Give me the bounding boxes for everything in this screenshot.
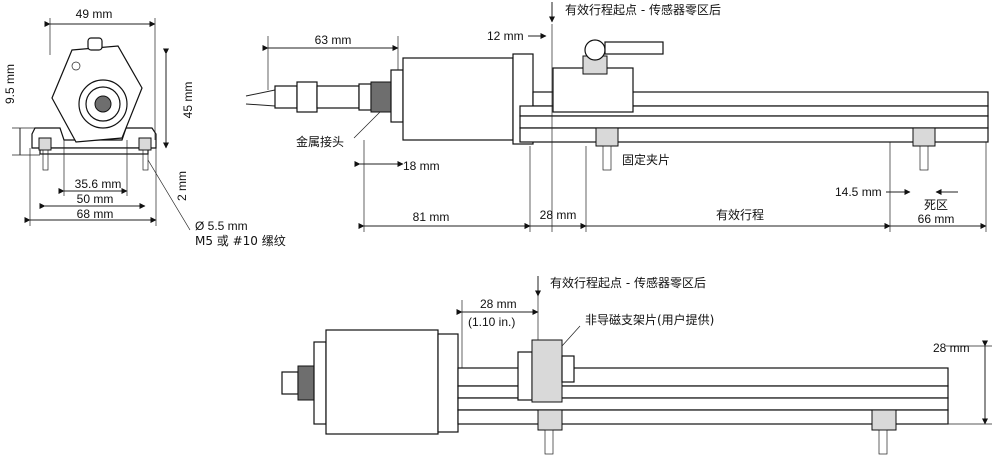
bottom-bracket-a xyxy=(517,351,533,401)
bottom-start-note: 有效行程起点 - 传感器零区后 xyxy=(550,275,706,290)
bottom-rail-bottom xyxy=(457,409,949,425)
front-view: 49 mm 9.5 mm 45 mm 35.6 mm 50 mm 68 mm 2… xyxy=(3,7,286,248)
bottom-bracket xyxy=(531,339,563,403)
side-metal-connector xyxy=(370,81,392,113)
front-dim-9-5: 9.5 mm xyxy=(3,64,17,104)
bottom-metal-connector xyxy=(297,365,315,401)
side-rail-low xyxy=(519,115,989,129)
side-carriage-knob xyxy=(584,39,606,61)
front-left-screw-head xyxy=(38,137,52,151)
side-carriage-arm xyxy=(604,41,664,55)
side-dim-12: 12 mm xyxy=(487,29,524,43)
side-view: 63 mm 12 mm 有效行程起点 - 传感器零区后 金属接头 18 mm 固… xyxy=(245,2,989,232)
front-dim-49: 49 mm xyxy=(76,7,113,21)
front-dim-50: 50 mm xyxy=(77,192,114,206)
side-housing xyxy=(402,57,514,141)
bottom-offset-mm: 28 mm xyxy=(480,297,517,311)
bottom-cap xyxy=(437,333,459,433)
bottom-view: 有效行程起点 - 传感器零区后 28 mm (1.10 in.) 非导磁支架片(… xyxy=(281,275,992,455)
side-rail-bottom xyxy=(519,127,989,143)
side-cable xyxy=(245,89,276,107)
side-clip-right xyxy=(912,127,936,147)
side-dim-28: 28 mm xyxy=(540,208,577,222)
side-plug-4 xyxy=(358,83,372,111)
bottom-bracket-leader xyxy=(561,325,581,347)
front-dim-45: 45 mm xyxy=(181,82,195,119)
bottom-plug xyxy=(281,371,299,395)
bottom-clip-right-screw xyxy=(878,429,888,455)
bottom-clip-left-screw xyxy=(544,429,554,455)
side-clip-left xyxy=(595,127,619,147)
bottom-bracket-nut xyxy=(561,355,575,383)
bottom-bracket-label: 非导磁支架片(用户提供) xyxy=(585,312,714,327)
front-hole-leader xyxy=(147,159,191,231)
side-clip-right-screw xyxy=(919,145,929,171)
side-dim-14-5: 14.5 mm xyxy=(835,185,882,199)
side-start-note: 有效行程起点 - 传感器零区后 xyxy=(565,2,721,17)
side-clip-left-screw xyxy=(602,145,612,171)
side-plug-3 xyxy=(316,85,360,109)
front-right-screw-head xyxy=(138,137,152,151)
front-dim-35-6: 35.6 mm xyxy=(75,177,122,191)
bottom-clip-right xyxy=(871,409,897,431)
front-hex-hole xyxy=(71,61,81,71)
side-dim-63: 63 mm xyxy=(315,33,352,47)
bottom-dim-28h: 28 mm xyxy=(933,341,970,355)
bottom-flange xyxy=(313,341,327,425)
front-dim-2: 2 mm xyxy=(175,171,189,201)
side-connector-leader xyxy=(353,111,381,139)
front-connector-pins xyxy=(94,95,112,113)
side-dim-66: 66 mm xyxy=(918,212,955,226)
front-top-port xyxy=(87,37,103,51)
front-hole-dia: Ø 5.5 mm xyxy=(195,219,248,233)
side-carriage xyxy=(552,67,634,113)
side-clip-label: 固定夹片 xyxy=(622,152,670,167)
side-connector-label: 金属接头 xyxy=(296,134,344,149)
side-dim-18: 18 mm xyxy=(403,159,440,173)
bottom-housing xyxy=(325,329,439,435)
front-base-plate xyxy=(39,147,149,155)
front-dim-68: 68 mm xyxy=(77,207,114,221)
bottom-clip-left xyxy=(537,409,563,431)
bottom-offset-in: (1.10 in.) xyxy=(468,315,515,329)
side-plug-1 xyxy=(274,85,298,109)
front-left-screw xyxy=(42,149,49,171)
side-dim-81: 81 mm xyxy=(413,210,450,224)
side-flange xyxy=(390,69,404,123)
side-stroke-label: 有效行程 xyxy=(716,207,764,222)
side-dead-label: 死区 xyxy=(924,198,948,212)
front-hole-thread: M5 或 #10 缧纹 xyxy=(195,233,286,248)
side-plug-2 xyxy=(296,81,318,113)
